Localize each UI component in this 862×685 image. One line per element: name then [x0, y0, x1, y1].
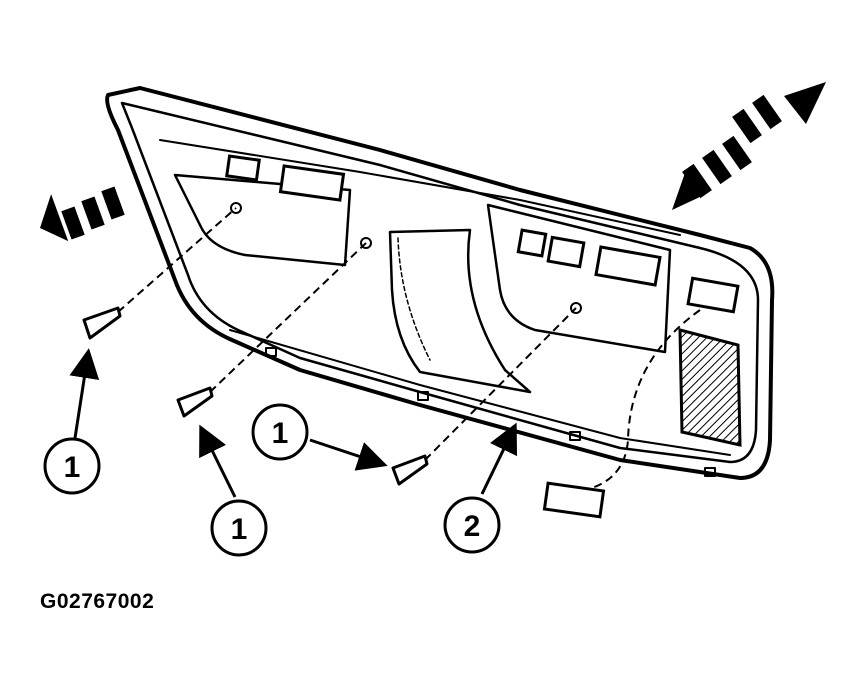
clip-3 — [569, 431, 581, 441]
switch-plate-insert — [542, 481, 606, 519]
removal-arrow-right-lower — [672, 135, 752, 210]
callout-2: 2 — [443, 496, 501, 554]
pull-handle — [388, 228, 532, 394]
callout-leaders — [69, 348, 518, 498]
left-window-switch — [278, 164, 346, 202]
clip-2 — [417, 391, 429, 401]
right-window-switch — [594, 245, 662, 287]
line-screw-lower — [424, 307, 577, 461]
lower-rib — [229, 329, 731, 456]
clip-4 — [704, 467, 716, 477]
callout-1c: 1 — [251, 403, 309, 461]
screws — [82, 306, 429, 486]
line-screw-left — [117, 207, 237, 313]
panel-inner-edge — [120, 101, 760, 464]
left-lock-switch — [225, 154, 261, 182]
line-screw-middle — [209, 242, 367, 393]
switch-bezels — [225, 154, 740, 314]
callout-1b: 1 — [210, 499, 268, 557]
screw-middle — [176, 386, 214, 418]
callout-2-label: 2 — [464, 510, 481, 543]
leader-2 — [480, 422, 518, 495]
right-switch-b — [546, 235, 586, 269]
screw-lower — [391, 454, 429, 486]
line-switch-plate — [584, 309, 701, 491]
leader-1b — [199, 424, 237, 498]
mirror-switch — [686, 276, 740, 314]
figure-code: G02767002 — [40, 590, 155, 613]
speaker-grille — [678, 328, 742, 447]
removal-arrow-left — [40, 186, 125, 242]
handle-inner-line — [397, 237, 431, 361]
upper-sill — [159, 139, 681, 236]
callout-1a: 1 — [43, 437, 101, 495]
screw-left — [82, 306, 122, 340]
door-trim-panel — [105, 86, 775, 480]
removal-arrow-right-upper — [732, 82, 826, 144]
right-switch-a — [516, 228, 548, 258]
right-armrest-recess — [486, 203, 672, 354]
callout-1b-label: 1 — [231, 513, 248, 546]
leader-1c — [309, 438, 388, 471]
left-armrest-recess — [173, 173, 352, 267]
alignment-lines — [117, 207, 701, 491]
leader-1a — [69, 348, 100, 439]
callout-1a-label: 1 — [64, 451, 81, 484]
callout-1c-label: 1 — [272, 417, 289, 450]
clip-1 — [265, 347, 277, 357]
panel-outer-edge — [105, 86, 775, 480]
